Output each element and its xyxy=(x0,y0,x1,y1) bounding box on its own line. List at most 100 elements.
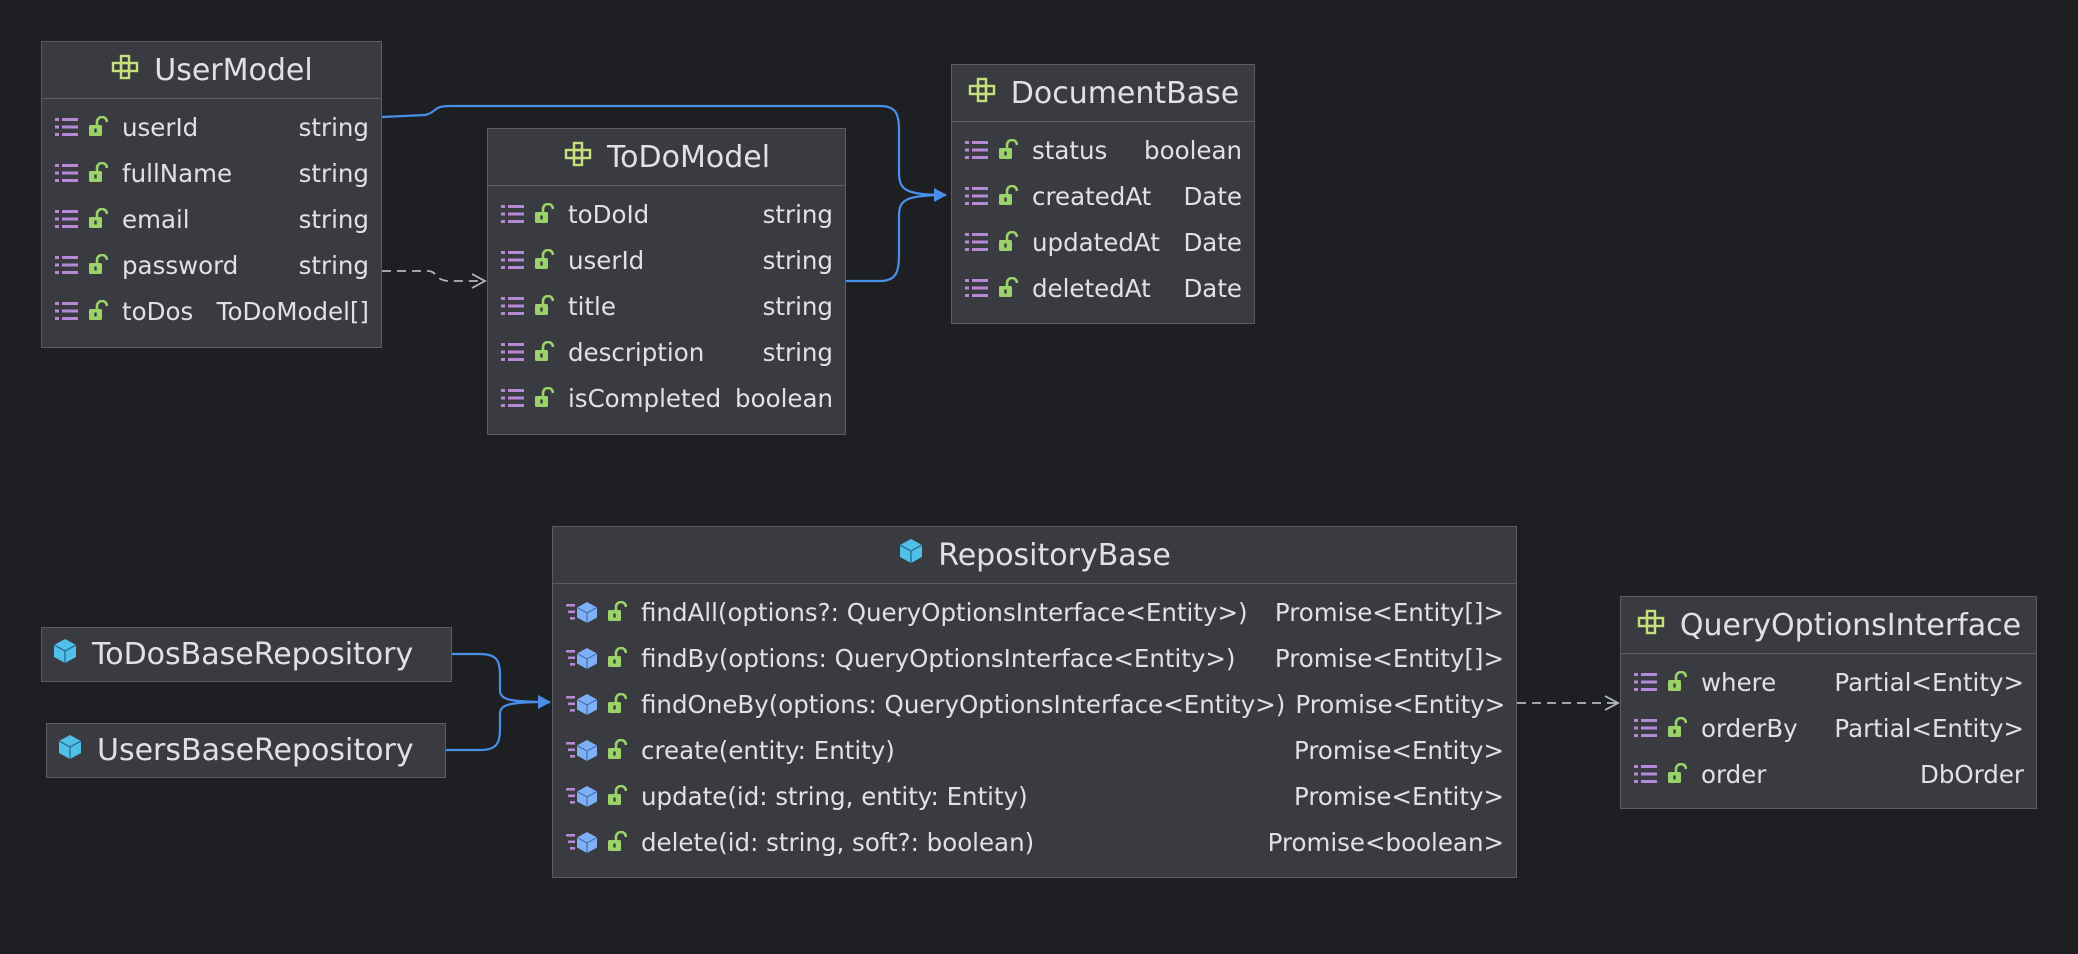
field-row[interactable]: description string xyxy=(488,329,845,375)
field-row[interactable]: order DbOrder xyxy=(1621,751,2036,797)
node-usersbaserepository[interactable]: UsersBaseRepository xyxy=(46,723,446,778)
lock-open-icon xyxy=(998,139,1018,161)
field-icon xyxy=(964,231,990,253)
field-type: string xyxy=(762,291,833,321)
field-name: userId xyxy=(122,112,199,142)
lock-open-icon xyxy=(607,647,627,669)
lock-open-icon xyxy=(607,739,627,761)
interface-icon xyxy=(52,637,78,673)
field-row[interactable]: title string xyxy=(488,283,845,329)
node-title: ToDosBaseRepository xyxy=(92,637,414,672)
field-name: email xyxy=(122,204,190,234)
edge-usermodel-todomodel xyxy=(382,270,487,289)
interface-icon xyxy=(57,733,83,769)
method-return-type: Promise<Entity[]> xyxy=(1274,643,1504,673)
field-type: boolean xyxy=(735,383,833,413)
method-row[interactable]: findAll(options?: QueryOptionsInterface<… xyxy=(553,589,1516,635)
class-icon xyxy=(1636,608,1666,643)
method-row[interactable]: findOneBy(options: QueryOptionsInterface… xyxy=(553,681,1516,727)
method-return-type: Promise<Entity[]> xyxy=(1274,597,1504,627)
field-type: DbOrder xyxy=(1919,759,2024,789)
method-signature: update(id: string, entity: Entity) xyxy=(641,781,1028,811)
field-icon xyxy=(500,341,526,363)
field-icon xyxy=(500,249,526,271)
node-repositorybase-header: RepositoryBase xyxy=(553,527,1516,584)
method-signature: delete(id: string, soft?: boolean) xyxy=(641,827,1035,857)
node-repositorybase[interactable]: RepositoryBase findAll(options?: QueryOp… xyxy=(552,526,1517,878)
lock-open-icon xyxy=(534,249,554,271)
field-type: Date xyxy=(1183,227,1242,257)
field-name: order xyxy=(1701,759,1767,789)
field-icon xyxy=(500,203,526,225)
field-name: title xyxy=(568,291,616,321)
edge-todosrepo-repositorybase xyxy=(452,652,551,709)
lock-open-icon xyxy=(88,254,108,276)
field-name: createdAt xyxy=(1032,181,1152,211)
field-icon xyxy=(1633,717,1659,739)
node-todomodel-header: ToDoModel xyxy=(488,129,845,186)
field-row[interactable]: userId string xyxy=(488,237,845,283)
field-name: toDos xyxy=(122,296,194,326)
lock-open-icon xyxy=(1667,717,1687,739)
field-row[interactable]: email string xyxy=(42,196,381,242)
method-return-type: Promise<boolean> xyxy=(1267,827,1504,857)
field-icon xyxy=(54,208,80,230)
node-title: DocumentBase xyxy=(1010,75,1240,111)
lock-open-icon xyxy=(607,785,627,807)
field-icon xyxy=(964,277,990,299)
method-icon xyxy=(565,830,599,854)
node-todosbaserepository[interactable]: ToDosBaseRepository xyxy=(41,627,452,682)
lock-open-icon xyxy=(607,601,627,623)
field-type: Partial<Entity> xyxy=(1834,713,2024,743)
method-icon xyxy=(565,646,599,670)
field-icon xyxy=(54,254,80,276)
node-usermodel-header: UserModel xyxy=(42,42,381,99)
method-row[interactable]: create(entity: Entity)Promise<Entity> xyxy=(553,727,1516,773)
field-name: orderBy xyxy=(1701,713,1798,743)
field-icon xyxy=(964,185,990,207)
method-row[interactable]: delete(id: string, soft?: boolean) Promis… xyxy=(553,819,1516,865)
method-row[interactable]: findBy(options: QueryOptionsInterface<En… xyxy=(553,635,1516,681)
method-return-type: Promise<Entity> xyxy=(1295,689,1506,719)
field-icon xyxy=(1633,763,1659,785)
field-row[interactable]: orderBy Partial<Entity> xyxy=(1621,705,2036,751)
lock-open-icon xyxy=(88,116,108,138)
edge-usersrepo-repositorybase xyxy=(446,700,551,752)
field-icon xyxy=(500,387,526,409)
lock-open-icon xyxy=(534,387,554,409)
field-icon xyxy=(964,139,990,161)
lock-open-icon xyxy=(998,185,1018,207)
method-row[interactable]: update(id: string, entity: Entity)Promis… xyxy=(553,773,1516,819)
field-name: status xyxy=(1032,135,1108,165)
field-type: string xyxy=(298,204,369,234)
field-name: description xyxy=(568,337,705,367)
lock-open-icon xyxy=(534,295,554,317)
node-queryoptions-header: QueryOptionsInterface xyxy=(1621,597,2036,654)
field-row[interactable]: updatedAt Date xyxy=(952,219,1254,265)
node-documentbase-header: DocumentBase xyxy=(952,65,1254,122)
field-name: updatedAt xyxy=(1032,227,1160,257)
method-signature: findOneBy(options: QueryOptionsInterface… xyxy=(641,689,1286,719)
lock-open-icon xyxy=(998,277,1018,299)
field-type: string xyxy=(762,245,833,275)
class-icon xyxy=(110,53,140,88)
field-name: userId xyxy=(568,245,645,275)
field-type: string xyxy=(762,337,833,367)
node-title: RepositoryBase xyxy=(938,537,1171,573)
lock-open-icon xyxy=(88,208,108,230)
